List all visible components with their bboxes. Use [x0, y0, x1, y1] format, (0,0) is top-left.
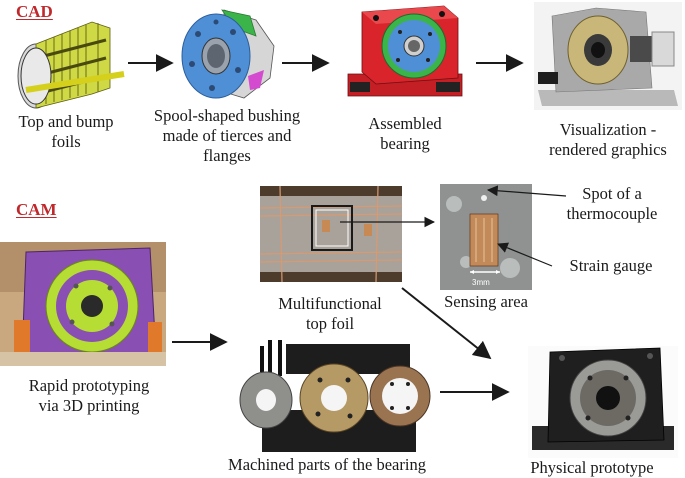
cam-section-title: CAM — [16, 200, 57, 220]
3d-printed-bearing-photo — [0, 242, 166, 366]
visualization-label: Visualization - rendered graphics — [534, 120, 682, 160]
scale-bar-label: 3mm — [472, 278, 490, 287]
machined-parts-label: Machined parts of the bearing — [228, 455, 426, 474]
physical-prototype-label: Physical prototype — [530, 458, 654, 477]
machined-parts-photo — [239, 340, 431, 452]
bushing-image — [181, 9, 275, 99]
assembled-label-line1: Assembled — [368, 114, 442, 133]
rendered-visualization-image — [534, 2, 682, 110]
sensing-area-photo: 3mm — [440, 184, 532, 290]
rapid-prototyping-label-line2: via 3D printing — [38, 396, 140, 415]
visualization-label-line1: Visualization - — [559, 120, 657, 139]
bushing-label-line2: made of tierces and — [162, 126, 292, 145]
bushing-label-line3: flanges — [203, 146, 251, 165]
foils-label-line2: foils — [51, 132, 81, 151]
physical-prototype-photo — [528, 346, 678, 458]
cad-section-title: CAD — [16, 2, 53, 22]
cam-title-text: CAM — [16, 200, 57, 219]
assembled-label: Assembled bearing — [350, 114, 460, 154]
cad-title-text: CAD — [16, 2, 53, 21]
visualization-label-line2: rendered graphics — [549, 140, 667, 159]
multifunctional-label: Multifunctional top foil — [254, 294, 406, 334]
thermocouple-label-line2: thermocouple — [566, 204, 658, 223]
thermocouple-label-line1: Spot of a — [582, 184, 642, 203]
rapid-prototyping-label: Rapid prototyping via 3D printing — [4, 376, 174, 416]
assembled-bearing-image — [347, 5, 463, 97]
arrow-strain-gauge-pointer — [496, 242, 553, 267]
foils-label-line1: Top and bump — [18, 112, 114, 131]
foil-cylinder-image — [17, 21, 125, 109]
top-foil-photo — [259, 185, 403, 283]
sensing-area-label: Sensing area — [444, 292, 528, 311]
thermocouple-label: Spot of a thermocouple — [548, 184, 676, 224]
multifunctional-label-line1: Multifunctional — [278, 294, 382, 313]
strain-gauge-label: Strain gauge — [569, 256, 653, 275]
bushing-label: Spool-shaped bushing made of tierces and… — [142, 106, 312, 166]
foils-label: Top and bump foils — [6, 112, 126, 152]
bushing-label-line1: Spool-shaped bushing — [153, 106, 301, 125]
rapid-prototyping-label-line1: Rapid prototyping — [28, 376, 150, 395]
assembled-label-line2: bearing — [380, 134, 430, 153]
arrow-thermocouple-pointer — [486, 185, 567, 197]
arrow-topfoil-to-physical — [401, 287, 492, 360]
multifunctional-label-line2: top foil — [305, 314, 355, 333]
